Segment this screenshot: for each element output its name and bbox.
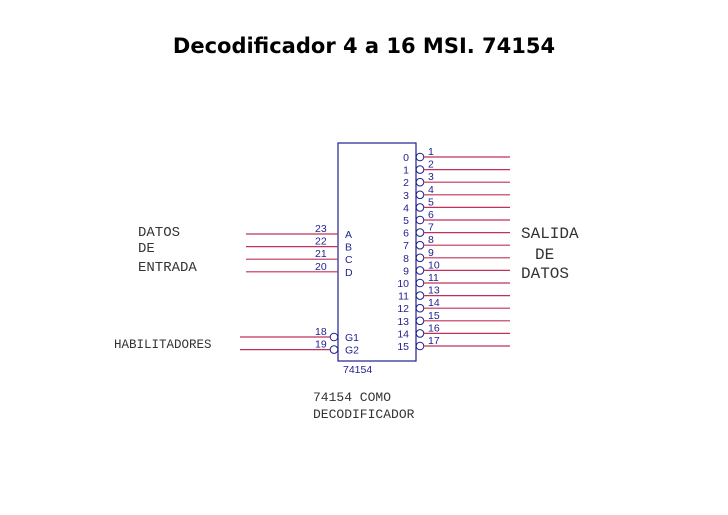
output-pin-number: 15: [428, 310, 440, 322]
inversion-bubble: [415, 253, 425, 263]
output-pin-number: 14: [428, 297, 440, 309]
input-pin-number: 22: [315, 236, 327, 248]
enable-pin-number: 18: [315, 326, 327, 338]
chip-part-number: 74154: [343, 364, 372, 376]
output-pin-number: 2: [428, 159, 434, 171]
inversion-bubble: [415, 177, 425, 187]
output-pin-number: 1: [428, 146, 434, 158]
caption-line-2: DECODIFICADOR: [313, 407, 415, 422]
output-signal-label: 1: [403, 165, 409, 177]
input-signal-label: C: [345, 254, 353, 266]
output-signal-label: 5: [403, 215, 409, 227]
output-pin-number: 17: [428, 335, 440, 347]
inversion-bubble: [415, 165, 425, 174]
slide-title: Decodificador 4 a 16 MSI. 74154: [172, 34, 556, 58]
inversion-bubble: [415, 203, 425, 212]
output-signal-label: 12: [397, 303, 409, 315]
output-pin-number: 5: [428, 196, 434, 208]
inversion-bubble: [415, 291, 425, 300]
output-pin-number: 13: [428, 285, 440, 297]
input-label-line-1: DATOS: [138, 225, 180, 241]
inversion-bubble: [329, 345, 339, 354]
output-pin-number: 10: [428, 259, 440, 271]
input-pin-number: 20: [315, 261, 327, 273]
output-pin-number: 6: [428, 209, 434, 221]
inversion-bubble: [415, 190, 425, 200]
inversion-bubble: [415, 240, 425, 250]
enable-label: HABILITADORES: [114, 338, 212, 352]
output-pin-number: 7: [428, 222, 434, 234]
caption-line-1: 74154 COMO: [313, 390, 391, 405]
input-label-line-2: DE: [138, 241, 155, 257]
output-pin-number: 16: [428, 322, 440, 334]
output-label-line-1: SALIDA: [521, 225, 579, 243]
enable-signal-label: G2: [345, 345, 359, 357]
output-signal-label: 8: [403, 253, 409, 265]
output-pin-number: 11: [428, 272, 439, 284]
output-label-line-2: DE: [535, 246, 554, 264]
output-signal-label: 6: [403, 228, 409, 240]
input-pin-number: 23: [315, 223, 327, 235]
inversion-bubble: [415, 266, 425, 275]
output-pin-number: 4: [428, 184, 434, 196]
output-signal-label: 9: [403, 265, 409, 277]
enable-pin-number: 19: [315, 339, 327, 351]
inversion-bubble: [415, 316, 425, 326]
input-signal-label: D: [345, 267, 353, 279]
output-signal-label: 15: [397, 341, 409, 353]
chip-body: [337, 142, 417, 362]
input-signal-label: A: [345, 229, 352, 241]
output-pin-number: 8: [428, 234, 434, 246]
output-signal-label: 7: [403, 240, 409, 252]
output-signal-label: 13: [397, 316, 409, 328]
inversion-bubble: [415, 303, 425, 313]
inversion-bubble: [329, 332, 339, 342]
output-label-line-3: DATOS: [521, 265, 569, 283]
inversion-bubble: [415, 152, 425, 162]
enable-signal-label: G1: [345, 332, 359, 344]
output-signal-label: 3: [403, 190, 409, 202]
input-signal-label: B: [345, 242, 352, 254]
inversion-bubble: [415, 215, 425, 225]
input-pin-number: 21: [315, 248, 327, 260]
output-pin-number: 3: [428, 171, 434, 183]
output-pin-number: 9: [428, 247, 434, 259]
output-signal-label: 4: [403, 202, 409, 214]
output-signal-label: 2: [403, 177, 409, 189]
inversion-bubble: [415, 228, 425, 237]
output-signal-label: 10: [397, 278, 409, 290]
output-signal-label: 11: [398, 291, 409, 303]
output-signal-label: 0: [403, 152, 409, 164]
inversion-bubble: [415, 341, 425, 351]
inversion-bubble: [415, 329, 425, 338]
output-signal-label: 14: [397, 328, 409, 340]
inversion-bubble: [415, 278, 425, 288]
input-label-line-3: ENTRADA: [138, 260, 197, 276]
